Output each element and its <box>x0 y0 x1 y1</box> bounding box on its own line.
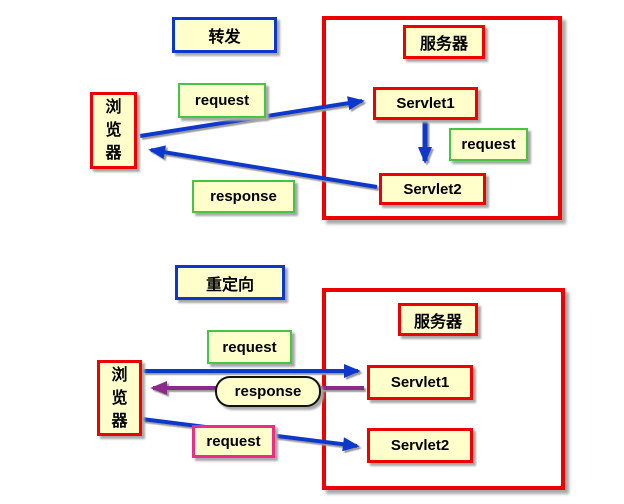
redirect-browser-box: 浏 览 器 <box>97 360 142 436</box>
forward-internal-request-label: request <box>449 128 528 161</box>
forward-servlet1-box: Servlet1 <box>373 87 478 120</box>
forward-request-arrow <box>139 96 365 138</box>
redirect-servlet2-box: Servlet2 <box>367 428 473 463</box>
forward-request-label: request <box>178 83 266 118</box>
forward-servlet2-box: Servlet2 <box>379 173 486 205</box>
redirect-request1-label: request <box>207 330 292 364</box>
forward-title: 转发 <box>172 17 277 53</box>
redirect-server-label: 服务器 <box>398 303 478 336</box>
forward-response-arrow <box>148 145 378 189</box>
redirect-title: 重定向 <box>175 265 285 300</box>
forward-server-label: 服务器 <box>403 25 485 59</box>
redirect-request2-label: request <box>192 425 275 458</box>
redirect-servlet1-box: Servlet1 <box>367 365 473 400</box>
forward-browser-box: 浏 览 器 <box>90 92 137 169</box>
redirect-response-label: response <box>215 376 321 407</box>
forward-response-label: response <box>192 180 295 213</box>
